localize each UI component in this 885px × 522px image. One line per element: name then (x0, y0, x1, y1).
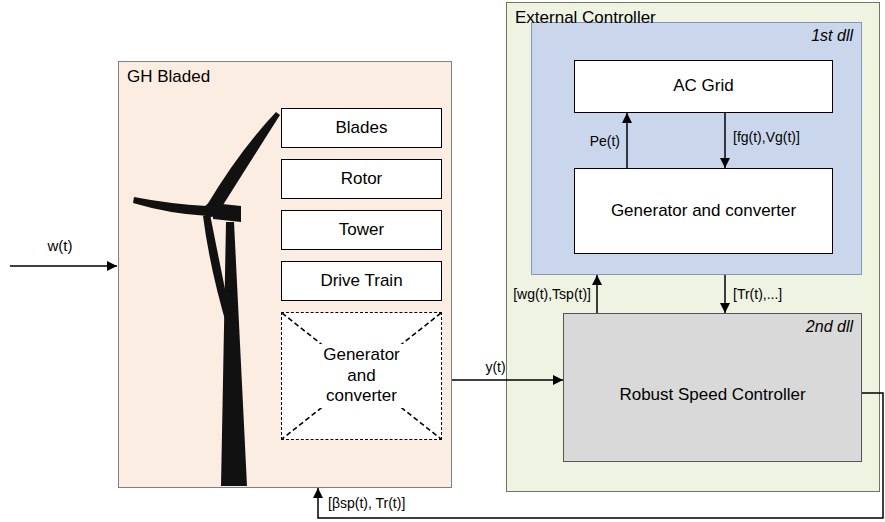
signal-label: [Tr(t),...] (733, 286, 782, 302)
block-label: Robust Speed Controller (607, 385, 817, 405)
box-label: Blades (336, 118, 388, 138)
turbine-blade (207, 112, 280, 213)
box-label: AC Grid (673, 76, 733, 96)
dll-block: 2nd dllRobust Speed Controller (563, 313, 862, 462)
box-label: Drive Train (320, 271, 402, 291)
signal-arrow (318, 393, 883, 518)
signal-arrow (724, 275, 726, 313)
signal-arrow (724, 113, 726, 168)
signal-arrow (626, 113, 628, 168)
model-box: Tower (281, 210, 442, 250)
cross-line (282, 313, 441, 439)
turbine-blade (133, 197, 208, 216)
model-box: Rotor (281, 159, 442, 199)
block-title: GH Bladed (127, 67, 443, 87)
turbine-hub (204, 203, 218, 217)
dll-title: 1st dll (811, 26, 853, 45)
signal-label: [wg(t),Tsp(t)] (513, 286, 591, 302)
process-box: AC Grid (574, 60, 833, 113)
box-label: Tower (339, 220, 384, 240)
box-label: Generator and converter (311, 344, 413, 407)
controller-block: External Controller1st dll AC GridGenerat… (506, 2, 880, 492)
removed-model-box: Generator and converter (281, 312, 442, 440)
signal-label: [fg(t),Vg(t)] (733, 129, 800, 145)
signal-label: [βsp(t), Tr(t)] (328, 495, 405, 511)
software-block: GH BladedBladesRotorTowerDrive TrainGene… (118, 61, 452, 488)
block-title: External Controller (515, 8, 871, 28)
model-box: Drive Train (281, 261, 442, 301)
box-label: Generator and converter (611, 201, 796, 221)
process-box: Generator and converter (574, 168, 833, 254)
model-box: Blades (281, 108, 442, 148)
box-label: Rotor (341, 169, 383, 189)
signal-arrow (596, 275, 598, 313)
signal-label: Pe(t) (590, 133, 620, 149)
turbine-blade (203, 214, 233, 330)
dll-title: 2nd dll (806, 317, 853, 336)
signal-arrow (452, 379, 563, 381)
signal-label: w(t) (48, 238, 73, 254)
wind-input-arrow (10, 265, 117, 267)
turbine-tower (221, 222, 247, 486)
signal-label: y(t) (485, 359, 505, 375)
dll-block: 1st dll AC GridGenerator and converter (531, 22, 862, 275)
